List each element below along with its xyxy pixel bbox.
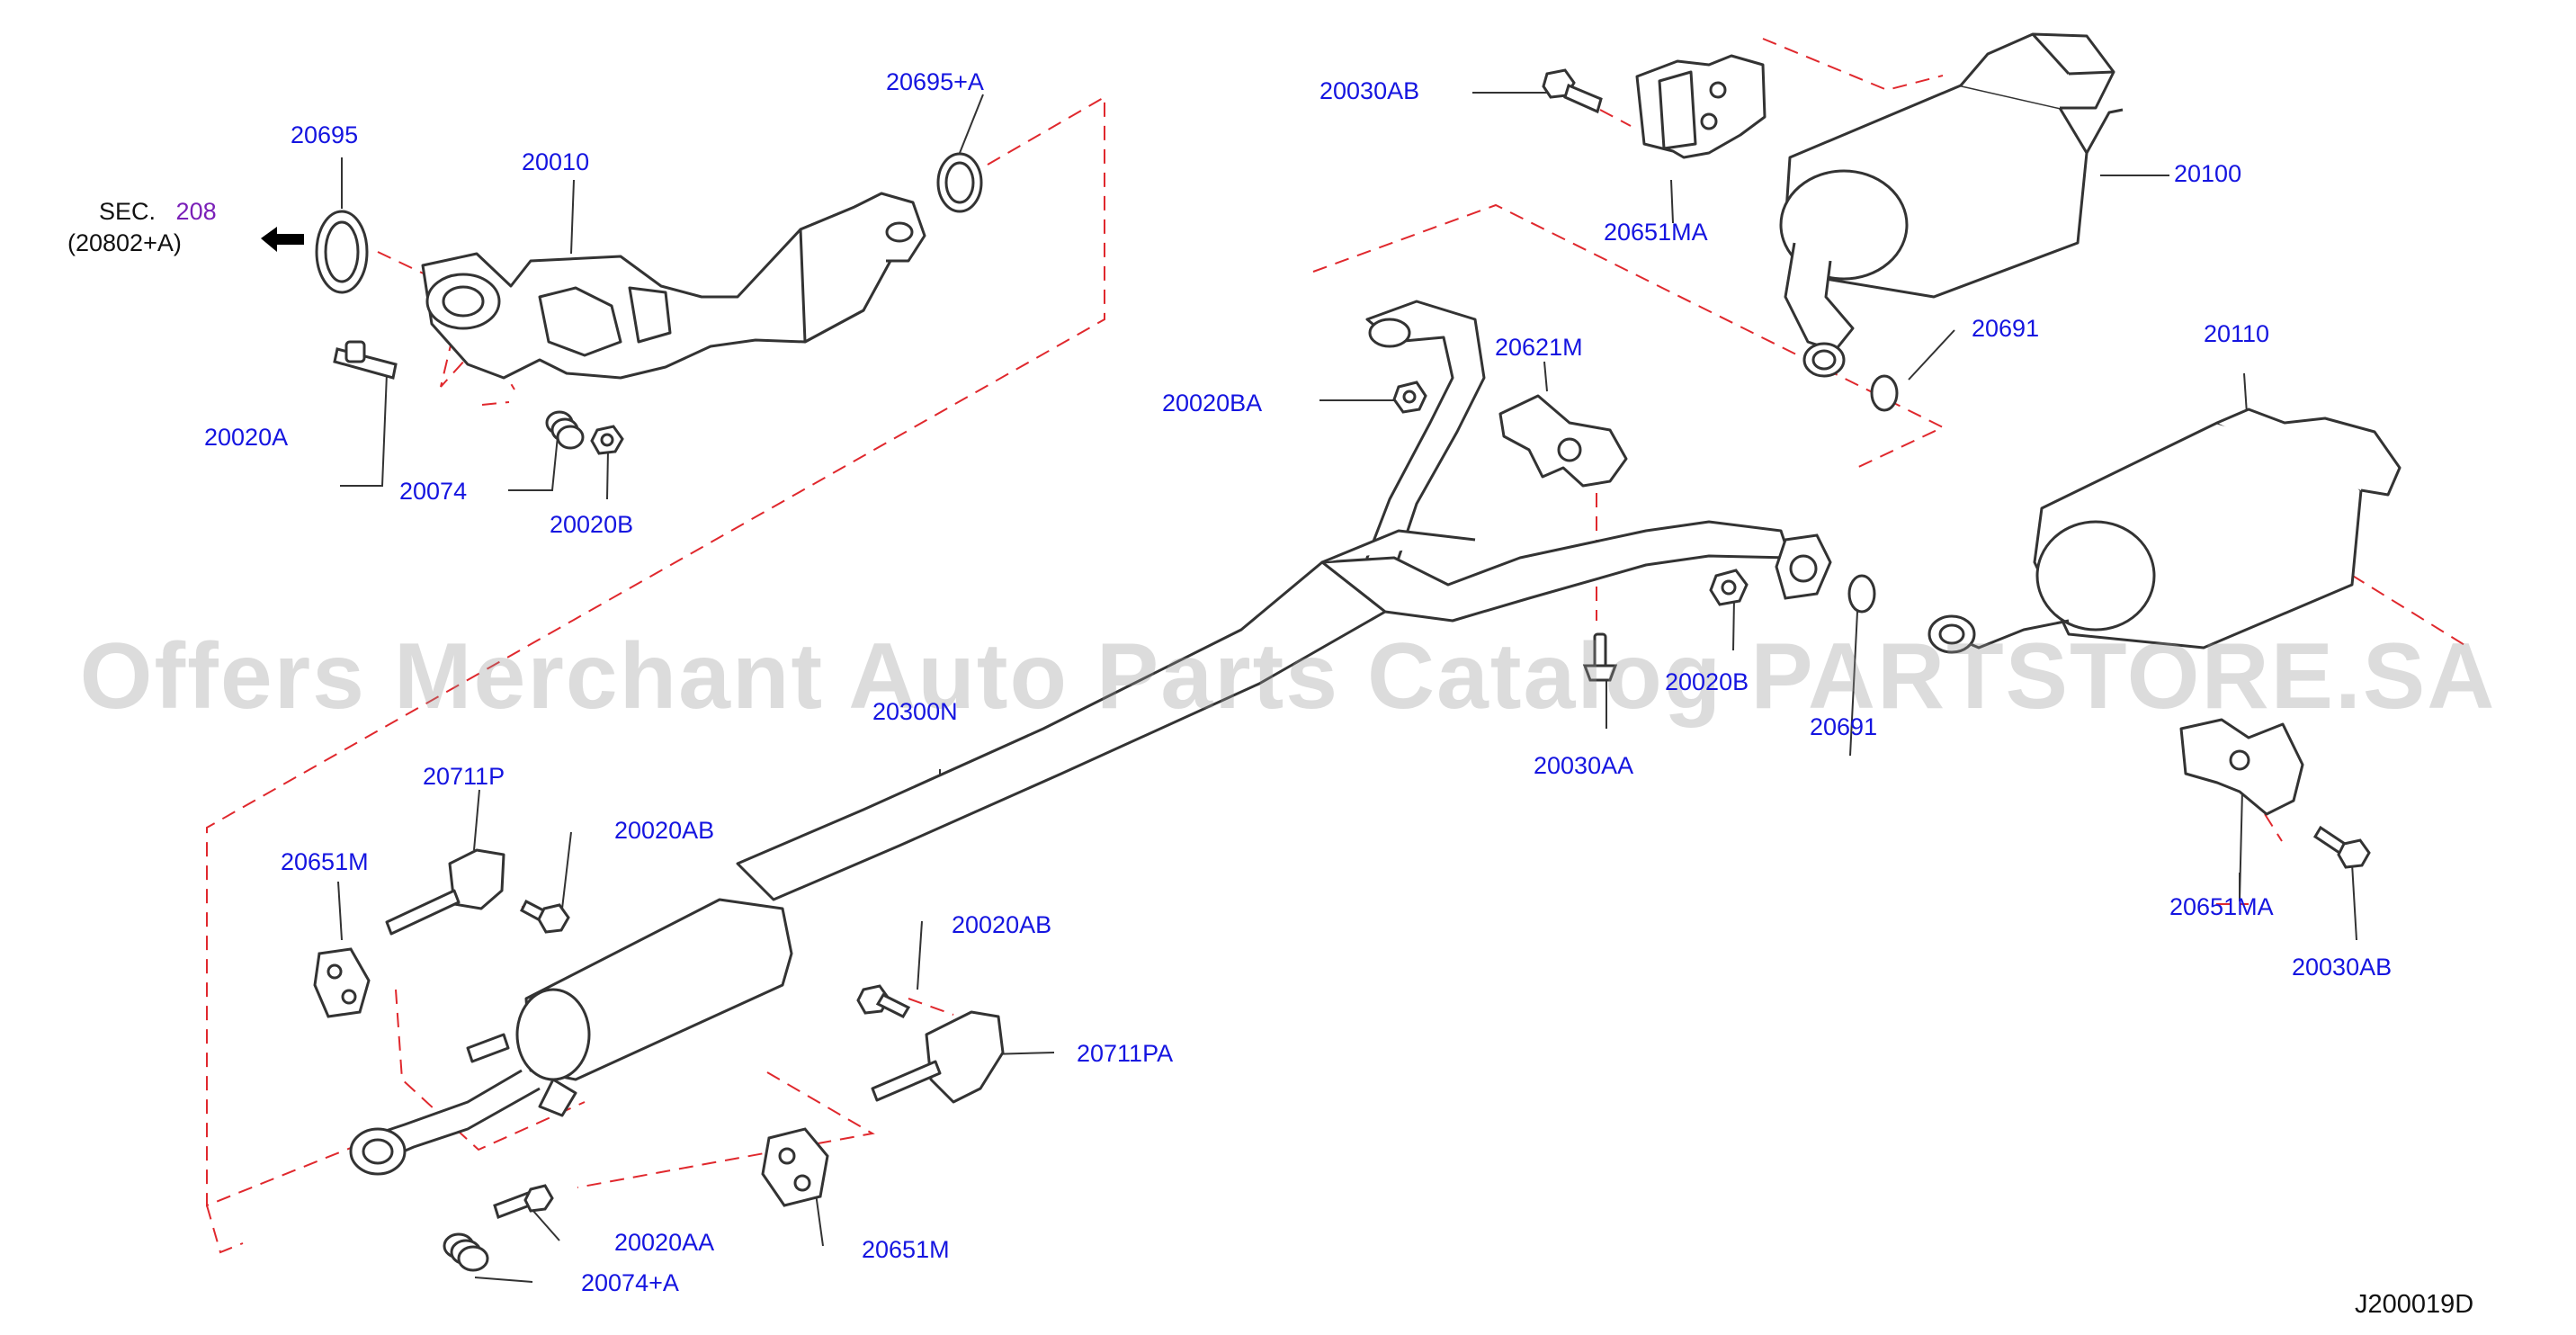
label-20651ma-top[interactable]: 20651MA: [1604, 219, 1708, 246]
section-prefix: SEC.: [99, 198, 157, 225]
diagram-code: J200019D: [2355, 1290, 2474, 1319]
label-20695a[interactable]: 20695+A: [886, 68, 984, 95]
nut-20020b-mid: [1709, 569, 1749, 606]
label-20074[interactable]: 20074: [399, 478, 468, 505]
label-20695[interactable]: 20695: [291, 121, 359, 148]
label-20020ab-1[interactable]: 20020AB: [614, 817, 715, 844]
gasket-20695a: [936, 152, 983, 213]
insulator-20651m-1: [313, 947, 371, 1018]
center-muffler-20300n: [349, 560, 1387, 1176]
insulator-20651m-2: [761, 1127, 829, 1207]
bolt-20020aa: [493, 1184, 554, 1219]
spring-20074a: [443, 1232, 489, 1272]
bolt-20020ab-2: [856, 984, 911, 1018]
flange-mid: [1775, 533, 1832, 600]
label-20711p[interactable]: 20711P: [423, 763, 505, 790]
front-pipe-assembly: [1320, 300, 1792, 623]
muffler-20100: [1779, 32, 2124, 378]
hanger-20651ma-right: [2179, 718, 2304, 816]
hanger-20651ma-top: [1635, 54, 1767, 159]
oring-20691-top: [1870, 374, 1899, 412]
hanger-20621m: [1498, 394, 1628, 488]
catalytic-converter-20010: [421, 192, 926, 380]
hanger-20711pa: [871, 1010, 1005, 1104]
label-20030aa[interactable]: 20030AA: [1534, 752, 1634, 779]
hanger-20711p: [385, 848, 505, 936]
label-20020ab-2[interactable]: 20020AB: [952, 911, 1052, 938]
label-20651ma-right[interactable]: 20651MA: [2169, 893, 2274, 920]
label-20020a[interactable]: 20020A: [204, 424, 289, 451]
label-20030ab-top[interactable]: 20030AB: [1319, 77, 1420, 104]
label-20110[interactable]: 20110: [2204, 320, 2270, 347]
leader-lines: [337, 92, 2357, 1283]
bolt-20030ab-top: [1542, 68, 1603, 114]
bolt-20030ab-right: [2312, 825, 2371, 869]
label-20020b[interactable]: 20020B: [550, 511, 634, 538]
label-20010[interactable]: 20010: [522, 148, 590, 175]
label-20074a[interactable]: 20074+A: [581, 1269, 679, 1296]
bolt-20030aa: [1582, 632, 1618, 682]
label-20030ab-right[interactable]: 20030AB: [2292, 954, 2393, 981]
label-20020b-mid[interactable]: 20020B: [1665, 668, 1749, 695]
label-20711pa[interactable]: 20711PA: [1077, 1040, 1174, 1067]
gasket-20695: [315, 210, 369, 294]
bolt-20020ab-1: [520, 899, 570, 934]
nut-20020ba: [1392, 381, 1427, 414]
label-20100[interactable]: 20100: [2174, 160, 2242, 187]
direction-arrow-icon: [261, 227, 304, 252]
section-reference[interactable]: SEC. 208: [99, 200, 217, 224]
oring-20691-mid: [1847, 574, 1876, 614]
muffler-20110: [1928, 408, 2402, 654]
section-number[interactable]: 208: [175, 198, 217, 225]
label-20621m[interactable]: 20621M: [1495, 334, 1583, 361]
nut-20020b: [590, 425, 624, 455]
label-20691-top[interactable]: 20691: [1972, 315, 2040, 342]
section-sub-reference: (20802+A): [67, 229, 182, 256]
label-20300n[interactable]: 20300N: [872, 698, 958, 725]
spring-20074: [545, 410, 585, 450]
label-20020ba[interactable]: 20020BA: [1162, 390, 1263, 417]
label-20020aa[interactable]: 20020AA: [614, 1229, 715, 1256]
label-20651m-1[interactable]: 20651M: [281, 848, 369, 875]
stud-20020a: [333, 340, 398, 380]
label-20651m-2[interactable]: 20651M: [862, 1236, 950, 1263]
label-20691-mid[interactable]: 20691: [1810, 713, 1878, 740]
